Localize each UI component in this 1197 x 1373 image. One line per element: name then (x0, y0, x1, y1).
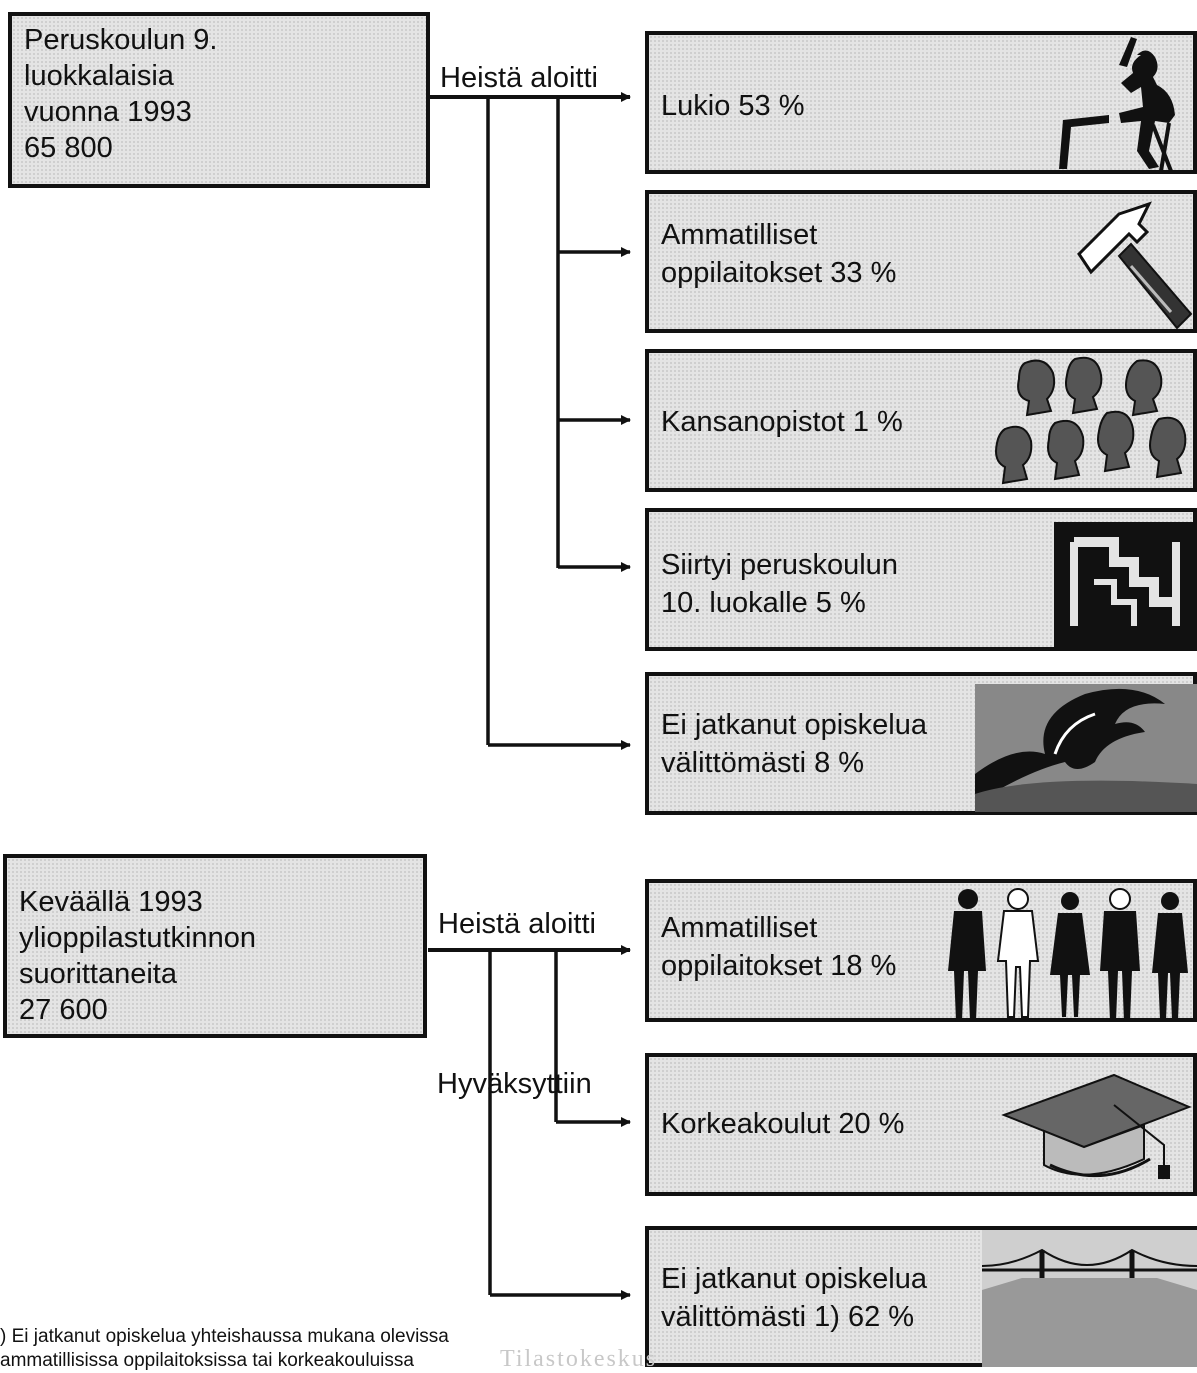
outcome-text: Siirtyi peruskoulun 10. luokalle 5 % (661, 549, 898, 619)
outcome-box-no-studies-2: Ei jatkanut opiskelua välittömästi 1) 62… (645, 1226, 1197, 1367)
accepted-label: Hyväksyttiin (437, 1068, 592, 1100)
outcome-box-universities: Korkeakoulut 20 % (645, 1053, 1197, 1196)
people-heads-icon (995, 356, 1187, 485)
outcome-text: Ammatilliset oppilaitokset 18 % (661, 912, 897, 982)
source-box-matriculation: Keväällä 1993 ylioppilastutkinnon suorit… (3, 854, 427, 1038)
outcome-box-10th-grade: Siirtyi peruskoulun 10. luokalle 5 % (645, 508, 1197, 651)
stairs-logo-icon (1054, 522, 1197, 647)
source-text: Keväällä 1993 ylioppilastutkinnon suorit… (19, 886, 256, 1026)
outcome-text: Ammatilliset oppilaitokset 33 % (661, 219, 897, 289)
outcome-box-vocational-2: Ammatilliset oppilaitokset 18 % (645, 879, 1197, 1022)
outcome-box-vocational: Ammatilliset oppilaitokset 33 % (645, 190, 1197, 333)
student-at-desk-icon (1059, 37, 1175, 172)
outcome-text: Ei jatkanut opiskelua välittömästi 8 % (661, 709, 927, 779)
outcome-box-no-studies: Ei jatkanut opiskelua välittömästi 8 % (645, 672, 1197, 815)
source-box-comprehensive-school: Peruskoulun 9. luokkalaisia vuonna 1993 … (8, 12, 430, 188)
bridge-icon (982, 1230, 1197, 1367)
outcome-text: Lukio 53 % (661, 90, 805, 122)
outcome-text: Korkeakoulut 20 % (661, 1108, 905, 1140)
branch-label: Heistä aloitti (438, 908, 596, 940)
wave-icon (975, 684, 1197, 812)
outcome-box-lukio: Lukio 53 % (645, 31, 1197, 174)
source-text: Peruskoulun 9. luokkalaisia vuonna 1993 … (24, 24, 218, 164)
graduation-cap-icon (1001, 1073, 1192, 1179)
outcome-box-folk-high-schools: Kansanopistot 1 % (645, 349, 1197, 492)
branch-label: Heistä aloitti (440, 62, 598, 94)
outcome-text: Kansanopistot 1 % (661, 406, 903, 438)
workers-icon (948, 888, 1188, 1021)
footnote: ) Ei jatkanut opiskelua yhteishaussa muk… (0, 1326, 449, 1371)
watermark: Tilastokeskus (500, 1346, 658, 1372)
outcome-text: Ei jatkanut opiskelua välittömästi 1) 62… (661, 1263, 927, 1333)
hammer-icon (1077, 201, 1193, 330)
